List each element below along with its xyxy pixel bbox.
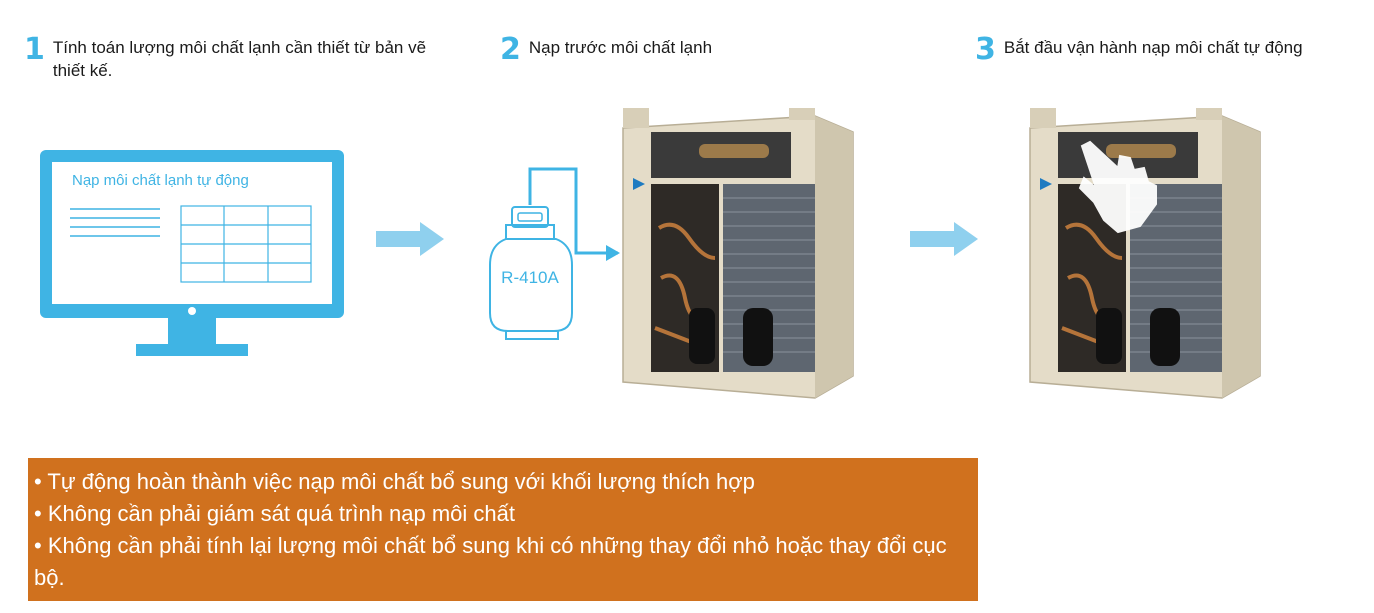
arrow-right-icon xyxy=(910,222,978,256)
refrigerant-tank-icon xyxy=(489,167,620,340)
benefit-item: • Tự động hoàn thành việc nạp môi chất b… xyxy=(34,469,755,494)
monitor-icon xyxy=(40,150,344,356)
step-1: 1 Tính toán lượng môi chất lạnh cần thiế… xyxy=(24,32,444,82)
step-1-number: 1 xyxy=(24,32,45,67)
step-3-number: 3 xyxy=(975,32,996,67)
step-2: 2 Nạp trước môi chất lạnh xyxy=(500,32,800,67)
tank-label: R-410A xyxy=(501,268,559,287)
hand-pointer-icon xyxy=(1078,140,1157,234)
step-2-text: Nạp trước môi chất lạnh xyxy=(528,38,713,57)
benefit-item: • Không cần phải tính lại lượng môi chất… xyxy=(34,533,947,590)
outdoor-unit-image xyxy=(622,108,854,399)
benefit-item: • Không cần phải giám sát quá trình nạp … xyxy=(34,501,516,526)
benefits-box: • Tự động hoàn thành việc nạp môi chất b… xyxy=(28,458,978,601)
arrow-right-icon xyxy=(376,222,444,256)
monitor-title: Nạp môi chất lạnh tự động xyxy=(72,172,249,189)
step-3: 3 Bắt đầu vận hành nạp môi chất tự động xyxy=(975,32,1355,67)
outdoor-unit-image xyxy=(1029,108,1261,399)
step-2-number: 2 xyxy=(500,32,521,67)
step-3-text: Bắt đầu vận hành nạp môi chất tự động xyxy=(1003,38,1303,57)
step-1-text: Tính toán lượng môi chất lạnh cần thiết … xyxy=(52,38,427,80)
